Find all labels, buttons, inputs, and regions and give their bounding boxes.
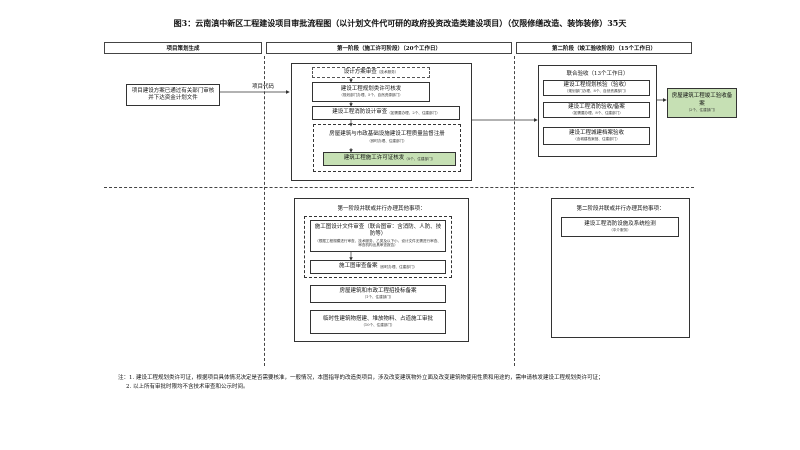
page-title: 图3：云南滇中新区工程建设项目审批流程图（以计划文件代可研的政府投资改造类建设项… xyxy=(173,18,627,28)
tender-record-sub: （1个、住建部门） xyxy=(362,295,394,300)
funding-approval-label: 项目建设方案已通过有关部门审核并下达资金计划文件 xyxy=(131,87,215,101)
completion-record-box: 房屋建筑工程竣工验收备案 （2个、住建部门） xyxy=(667,88,737,118)
drawing-review-sub: （根据工程规模进行审查、技术服务、乙类及以下小、设计文件无需进行审查、审查机构出… xyxy=(315,238,441,248)
supervision-group xyxy=(313,124,461,172)
stage-phase1: 第一阶段（施工许可阶段）（20个工作日） xyxy=(266,42,512,54)
parallel2-container xyxy=(551,198,690,338)
fire-acceptance-label: 建设工程消防验收/备案 xyxy=(568,103,625,110)
construction-permit-label: 建筑工程施工许可证核发 xyxy=(343,155,405,162)
joint-acceptance-title: 联合验收（13个工作日） xyxy=(566,71,629,77)
separator-horizontal xyxy=(104,187,694,188)
fire-facility-test-sub: （中介服务） xyxy=(609,228,631,233)
fire-acceptance-box: 建设工程消防验收/备案 （如需要办理、8个、住建部门） xyxy=(543,102,650,118)
tender-record-label: 房屋建筑和市政工程招投标备案 xyxy=(339,287,417,294)
stage-phase1-label: 第一阶段（施工许可阶段）（20个工作日） xyxy=(337,46,441,52)
fire-acceptance-sub: （如需要办理、8个、住建部门） xyxy=(570,111,623,116)
fire-design-review-box: 建设工程消防设计审查 （如需要办理、2个、住建部门） xyxy=(312,106,460,120)
archive-acceptance-box: 建设工程城建档案验收 （含城建档案馆、住建部门） xyxy=(543,127,650,145)
parallel2-title: 第二阶段并联或并行办理其他事项： xyxy=(576,206,665,212)
temporary-approval-label: 临时性建筑物搭建、堆放物料、占道施工审批 xyxy=(322,315,433,322)
planning-acceptance-sub: （规划部门办理、8个、自然资源部门） xyxy=(564,89,629,94)
completion-record-label: 房屋建筑工程竣工验收备案 xyxy=(671,93,733,107)
design-review-box: 设计方案审查 （技术服务） xyxy=(312,67,430,78)
planning-permit-sub: （规划部门办理、5个、自然资源部门） xyxy=(339,93,403,98)
stage-planning-label: 项目策划生成 xyxy=(166,46,200,52)
drawing-record-box: 施工图审查备案 （即时办理、住建部门） xyxy=(310,260,446,274)
footnote-1: 注：1. 建设工程规划类许可证，根据项目具体情况决定是否需要核准，一般情况，本图… xyxy=(118,375,604,381)
planning-permit-box: 建设工程规划类许可核发 （规划部门办理、5个、自然资源部门） xyxy=(312,82,430,102)
planning-acceptance-label: 建设工程规划核验（验收） xyxy=(563,81,630,88)
funding-approval-box: 项目建设方案已通过有关部门审核并下达资金计划文件 xyxy=(126,84,220,106)
construction-permit-box: 建筑工程施工许可证核发 （8个、住建部门） xyxy=(323,152,456,166)
parallel1-title: 第一阶段并联或并行办理其他事项： xyxy=(337,206,426,212)
stage-phase2-label: 第二阶段（竣工验收阶段）（15个工作日） xyxy=(552,46,656,52)
phase2-container xyxy=(538,65,657,157)
fire-design-review-sub: （如需要办理、2个、住建部门） xyxy=(387,110,440,115)
design-review-tag: （技术服务） xyxy=(376,70,399,75)
drawing-record-label: 施工图审查备案 xyxy=(338,263,378,270)
quality-supervision-label: 房屋建筑与市政基础设施建设工程质量监督注册 xyxy=(329,131,445,138)
drawing-record-sub: （即时办理、住建部门） xyxy=(377,264,418,269)
drawing-review-label: 施工图设计文件审查（联合图审：含消防、人防、技防等） xyxy=(314,223,442,238)
footnote-2: 2. 以上所有审批时限均不含技术审查和公示时间。 xyxy=(126,383,249,390)
construction-permit-sub: （8个、住建部门） xyxy=(404,156,436,161)
completion-record-sub: （2个、住建部门） xyxy=(686,108,718,112)
fire-facility-test-label: 建设工程消防设施及系统检测 xyxy=(584,220,656,227)
separator-planning-phase1 xyxy=(264,56,265,366)
stage-planning: 项目策划生成 xyxy=(104,42,262,54)
tender-record-box: 房屋建筑和市政工程招投标备案 （1个、住建部门） xyxy=(310,285,446,303)
project-code-label: 项目代码 xyxy=(251,84,274,90)
archive-acceptance-sub: （含城建档案馆、住建部门） xyxy=(573,137,620,142)
drawing-review-group xyxy=(304,216,452,278)
parallel1-container xyxy=(294,198,469,342)
archive-acceptance-label: 建设工程城建档案验收 xyxy=(568,129,624,136)
planning-permit-label: 建设工程规划类许可核发 xyxy=(340,85,402,92)
planning-acceptance-box: 建设工程规划核验（验收） （规划部门办理、8个、自然资源部门） xyxy=(543,80,650,96)
separator-phase1-phase2 xyxy=(514,56,515,366)
drawing-review-box: 施工图设计文件审查（联合图审：含消防、人防、技防等） （根据工程规模进行审查、技… xyxy=(310,220,446,252)
quality-supervision-sub: （即时办理、住建部门） xyxy=(367,138,407,143)
temporary-approval-box: 临时性建筑物搭建、堆放物料、占道施工审批 （10个、住建部门） xyxy=(310,310,446,334)
design-review-label: 设计方案审查 xyxy=(343,68,377,75)
quality-supervision-box: 房屋建筑与市政基础设施建设工程质量监督注册 （即时办理、住建部门） xyxy=(319,127,455,148)
temporary-approval-sub: （10个、住建部门） xyxy=(361,323,395,328)
fire-design-review-label: 建设工程消防设计审查 xyxy=(332,109,388,116)
phase1-container xyxy=(291,63,472,181)
stage-phase2: 第二阶段（竣工验收阶段）（15个工作日） xyxy=(516,42,692,54)
fire-facility-test-box: 建设工程消防设施及系统检测 （中介服务） xyxy=(561,217,679,237)
footnotes: 注：1. 建设工程规划类许可证，根据项目具体情况决定是否需要核准，一般情况，本图… xyxy=(118,374,708,392)
